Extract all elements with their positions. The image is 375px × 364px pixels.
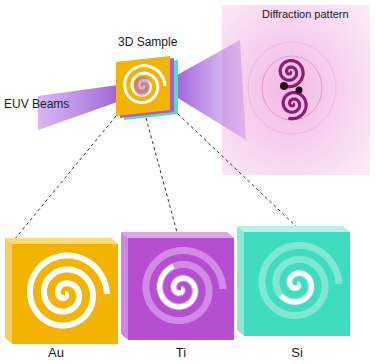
3d-sample — [116, 56, 178, 120]
diffraction-panel — [222, 5, 370, 175]
gold-layer — [5, 238, 118, 344]
sample-label: 3D Sample — [118, 36, 177, 50]
scattered-beam — [168, 40, 246, 140]
pattern-label: Diffraction pattern — [262, 8, 349, 21]
guide-lines — [14, 114, 300, 240]
layer-label: Ti — [176, 346, 186, 361]
spiral-pattern — [146, 250, 223, 320]
beam-label: EUV Beams — [4, 98, 69, 112]
spiral-pattern — [281, 273, 312, 302]
spiral-pattern — [125, 66, 165, 103]
titanium-layer — [121, 232, 234, 340]
spiral-pattern — [160, 266, 196, 307]
silicon-layer — [237, 226, 350, 336]
spiral-pattern — [262, 245, 339, 315]
diffraction-spots — [248, 42, 336, 134]
layer-label: Au — [48, 346, 64, 361]
spiral-pattern — [283, 93, 306, 119]
layer-label: Si — [291, 346, 303, 361]
spiral-pattern — [30, 255, 107, 325]
